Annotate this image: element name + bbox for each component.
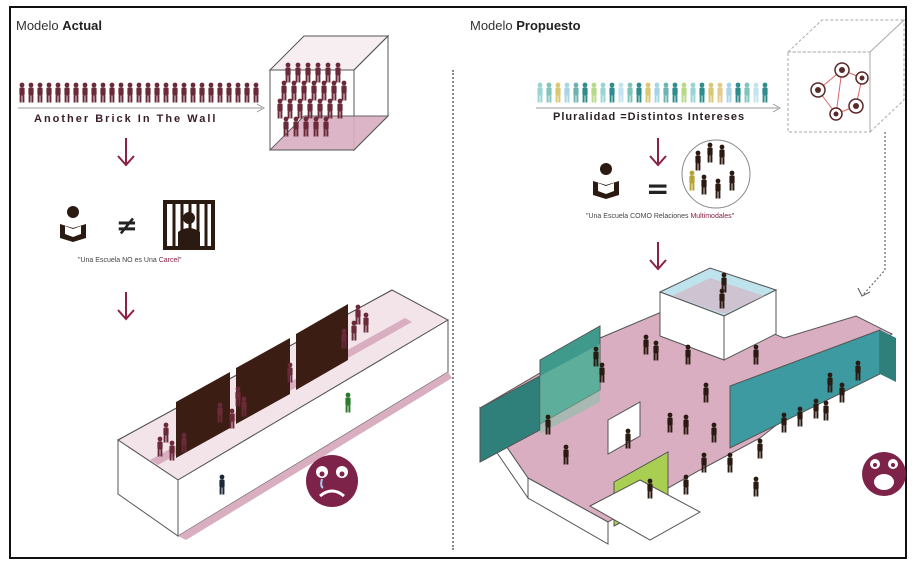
left-quote: "Una Escuela NO es Una Carcel" <box>78 257 181 264</box>
right-quote: "Una Escuela COMO Relaciones Multimodale… <box>586 213 734 220</box>
uniform-crowd-row <box>19 82 259 103</box>
arrow-down-icon <box>649 241 667 270</box>
right-title-emphasis: Propuesto <box>516 18 581 33</box>
classroom-corridor <box>117 289 452 540</box>
left-panel-title: Modelo Actual <box>16 18 102 33</box>
network-cube-icon <box>786 18 906 134</box>
sad-face-icon <box>306 455 358 507</box>
reader-icon <box>593 163 619 199</box>
proposed-school-plan <box>479 267 896 545</box>
diverse-crowd-row <box>537 82 768 103</box>
right-crowd-caption: Pluralidad =Distintos Intereses <box>553 111 746 123</box>
dotted-connector <box>861 132 886 297</box>
right-panel-title: Modelo Propuesto <box>470 18 581 33</box>
left-quote-prefix: "Una Escuela NO es Una <box>78 257 157 264</box>
not-equal-symbol: ≠ <box>116 211 138 241</box>
arrow-down-icon <box>117 291 135 320</box>
right-quote-suffix: " <box>731 213 735 220</box>
prisoner-icon <box>163 200 215 250</box>
left-title-prefix: Modelo <box>16 18 59 33</box>
left-title-emphasis: Actual <box>62 18 102 33</box>
left-quote-suffix: " <box>178 257 182 264</box>
right-title-prefix: Modelo <box>470 18 513 33</box>
crowd-circle-icon <box>681 139 751 209</box>
reader-icon <box>60 206 86 242</box>
right-quote-highlight: Multimodales <box>690 213 732 220</box>
left-quote-highlight: Carcel <box>158 257 179 264</box>
right-quote-prefix: "Una Escuela COMO Relaciones <box>586 213 689 220</box>
arrow-down-icon <box>649 137 667 166</box>
arrow-down-icon <box>117 137 135 166</box>
equal-symbol: = <box>646 172 670 205</box>
panel-divider <box>452 70 454 550</box>
happy-face-icon <box>862 452 906 496</box>
crowd-box <box>268 34 390 152</box>
left-crowd-caption: Another Brick In The Wall <box>34 113 218 125</box>
